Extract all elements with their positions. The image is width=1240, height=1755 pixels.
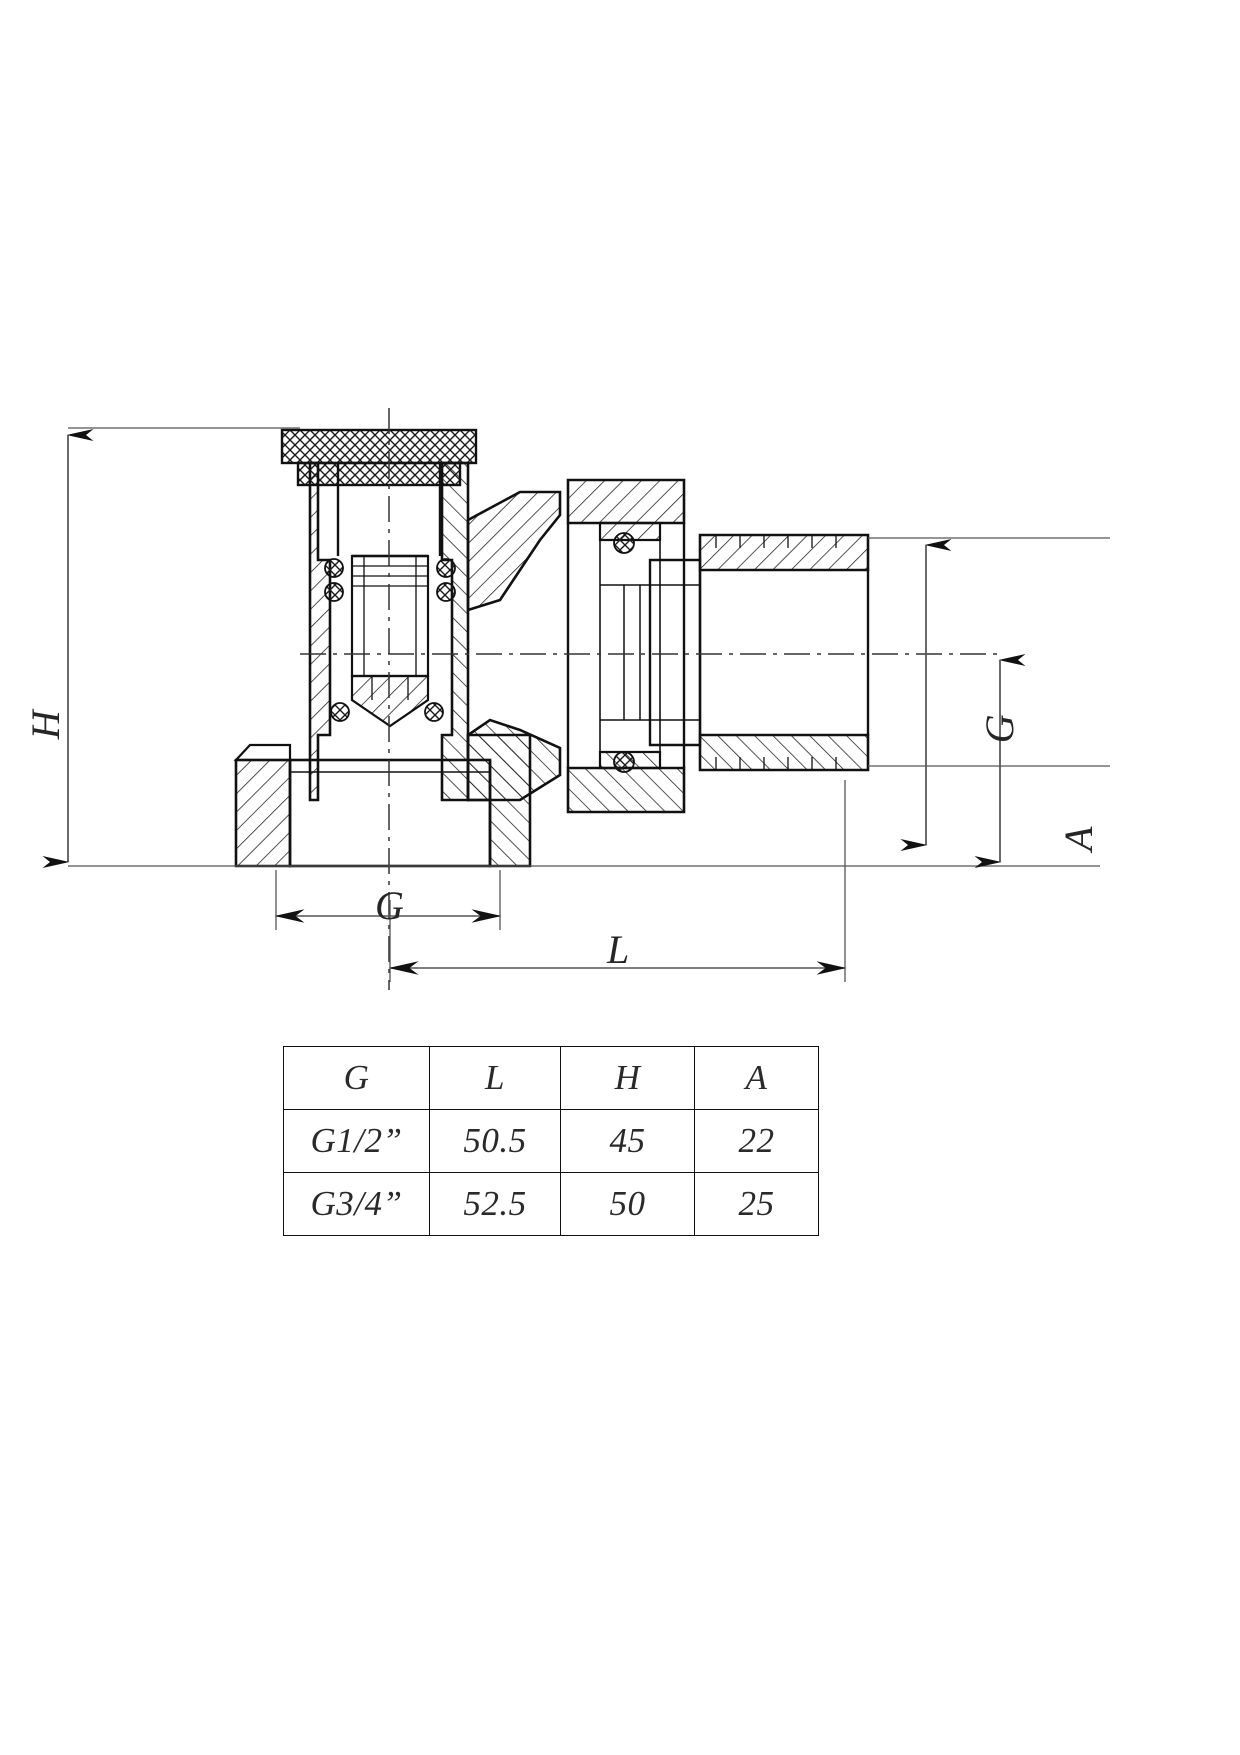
table-header-g: G: [283, 1046, 430, 1110]
dimension-label-g-vertical: G: [977, 713, 1023, 744]
valve-body-geometry: [42, 408, 1110, 990]
dimension-g-vertical: [868, 537, 1110, 851]
table-cell-a-row2: 25: [694, 1172, 819, 1236]
table-cell-g-row1: G1/2”: [283, 1109, 430, 1173]
dimension-label-g-horizontal: G: [375, 883, 405, 928]
table-row: G3/4” 52.5 50 25: [283, 1172, 819, 1236]
table-cell-l-row1: 50.5: [429, 1109, 561, 1173]
table-header-h: H: [560, 1046, 695, 1110]
table-row: G1/2” 50.5 45 22: [283, 1109, 819, 1173]
table-cell-g-row2: G3/4”: [283, 1172, 430, 1236]
packing-seals: [324, 558, 456, 722]
tailpiece-nipple: [600, 533, 870, 772]
table-cell-h-row2: 50: [560, 1172, 695, 1236]
dimension-h: [42, 427, 1100, 868]
specification-table: G L H A G1/2” 50.5 45 22 G3/4” 52.5 50 2…: [283, 1046, 819, 1236]
dimension-l-horizontal: [388, 780, 847, 982]
table-cell-l-row2: 52.5: [429, 1172, 561, 1236]
dimension-label-h: H: [23, 709, 69, 740]
centerlines: [300, 408, 1000, 990]
union-nut: [566, 478, 686, 814]
valve-main-body: [233, 490, 562, 868]
valve-stem: [350, 554, 430, 728]
table-cell-a-row1: 22: [694, 1109, 819, 1173]
dimension-label-l: L: [607, 927, 630, 972]
dimension-g-horizontal: [274, 870, 502, 930]
table-header-l: L: [429, 1046, 561, 1110]
dimension-label-a: A: [1055, 826, 1101, 851]
table-header-a: A: [694, 1046, 819, 1110]
table-cell-h-row1: 45: [560, 1109, 695, 1173]
table-header-row: G L H A: [283, 1046, 819, 1110]
